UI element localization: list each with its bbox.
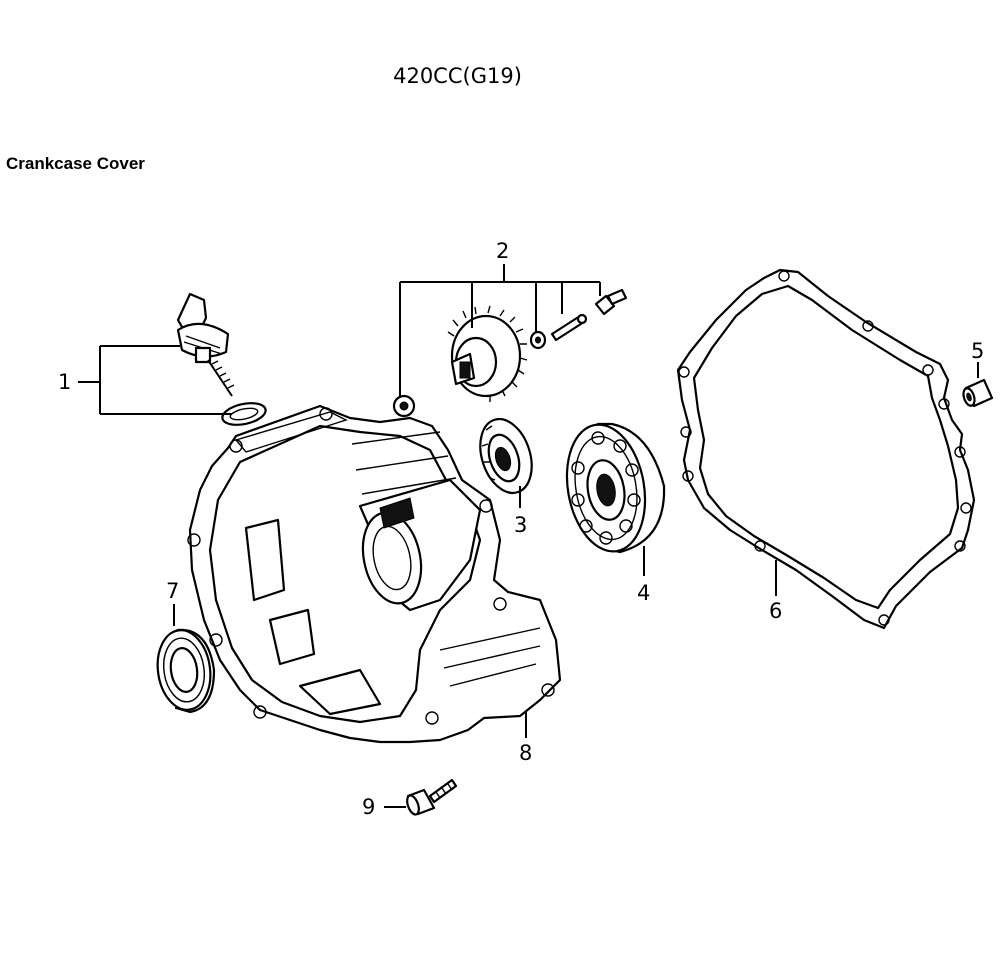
callout-9-label: 9: [362, 795, 375, 819]
part-dipstick-o-ring[interactable]: [220, 400, 267, 429]
part-flange-bolt[interactable]: [405, 778, 458, 816]
part-gear-shaft[interactable]: [550, 313, 588, 342]
part-ball-bearing-large[interactable]: [557, 418, 666, 557]
callout-8-label: 8: [519, 741, 532, 765]
part-oil-dipstick[interactable]: [176, 292, 235, 397]
callout-2: 2: [399, 239, 601, 398]
part-crankcase-cover[interactable]: [187, 404, 562, 744]
callout-6: 6: [769, 560, 782, 623]
callout-5b: 5: [971, 339, 984, 378]
callout-8: 8: [519, 712, 532, 765]
part-gear-washer[interactable]: [529, 330, 547, 350]
part-governor-gear[interactable]: [447, 305, 528, 402]
part-dowel-pin-b[interactable]: [961, 378, 994, 408]
model-title: 420CC(G19): [393, 64, 522, 88]
callout-6-label: 6: [769, 599, 782, 623]
part-ball-bearing-small[interactable]: [471, 412, 540, 499]
section-title: Crankcase Cover: [6, 154, 145, 173]
callout-4-label: 4: [637, 581, 650, 605]
part-oil-seal[interactable]: [153, 627, 216, 714]
callout-2-label: 2: [496, 239, 509, 263]
callout-3: 3: [514, 486, 527, 537]
part-crankcase-gasket[interactable]: [676, 268, 976, 630]
callout-1-label: 1: [58, 370, 71, 394]
callout-4: 4: [637, 546, 650, 605]
callout-5b-label: 5: [971, 339, 984, 363]
callout-1: 1: [58, 345, 232, 415]
part-gear-bolt[interactable]: [594, 288, 628, 316]
callout-9: 9: [362, 795, 406, 819]
callout-7-label: 7: [166, 579, 179, 603]
callout-7: 7: [166, 579, 179, 626]
part-gear-washer-left[interactable]: [392, 394, 416, 418]
callout-3-label: 3: [514, 513, 527, 537]
